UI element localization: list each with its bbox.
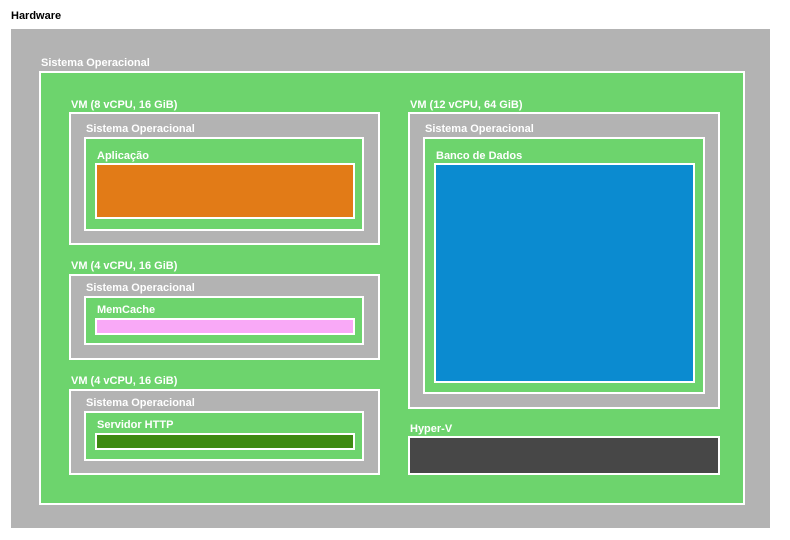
host-os-label: Sistema Operacional — [41, 57, 150, 69]
vm-2-label: VM (4 vCPU, 16 GiB) — [71, 260, 178, 272]
vm-1-label: VM (8 vCPU, 16 GiB) — [71, 99, 178, 111]
vm-3-label: VM (4 vCPU, 16 GiB) — [71, 375, 178, 387]
hypervisor-label: Hyper-V — [410, 423, 453, 435]
hardware-title: Hardware — [11, 10, 62, 22]
vm-3-os-label: Sistema Operacional — [86, 397, 195, 409]
vm-3-app-label: Servidor HTTP — [97, 419, 174, 431]
vm-2-app-label: MemCache — [97, 304, 156, 316]
vm-2-os-label: Sistema Operacional — [86, 282, 195, 294]
vm-1-app-label: Aplicação — [97, 150, 149, 162]
hypervisor-box — [408, 436, 720, 475]
vm-4-os-label: Sistema Operacional — [425, 123, 534, 135]
vm-2-app-box — [95, 318, 355, 335]
vm-1-os-label: Sistema Operacional — [86, 123, 195, 135]
vm-4-label: VM (12 vCPU, 64 GiB) — [410, 99, 523, 111]
vm-4-app-label: Banco de Dados — [436, 150, 523, 162]
vm-1-app-box — [95, 163, 355, 219]
vm-4-app-box — [434, 163, 695, 383]
vm-3-app-box — [95, 433, 355, 450]
